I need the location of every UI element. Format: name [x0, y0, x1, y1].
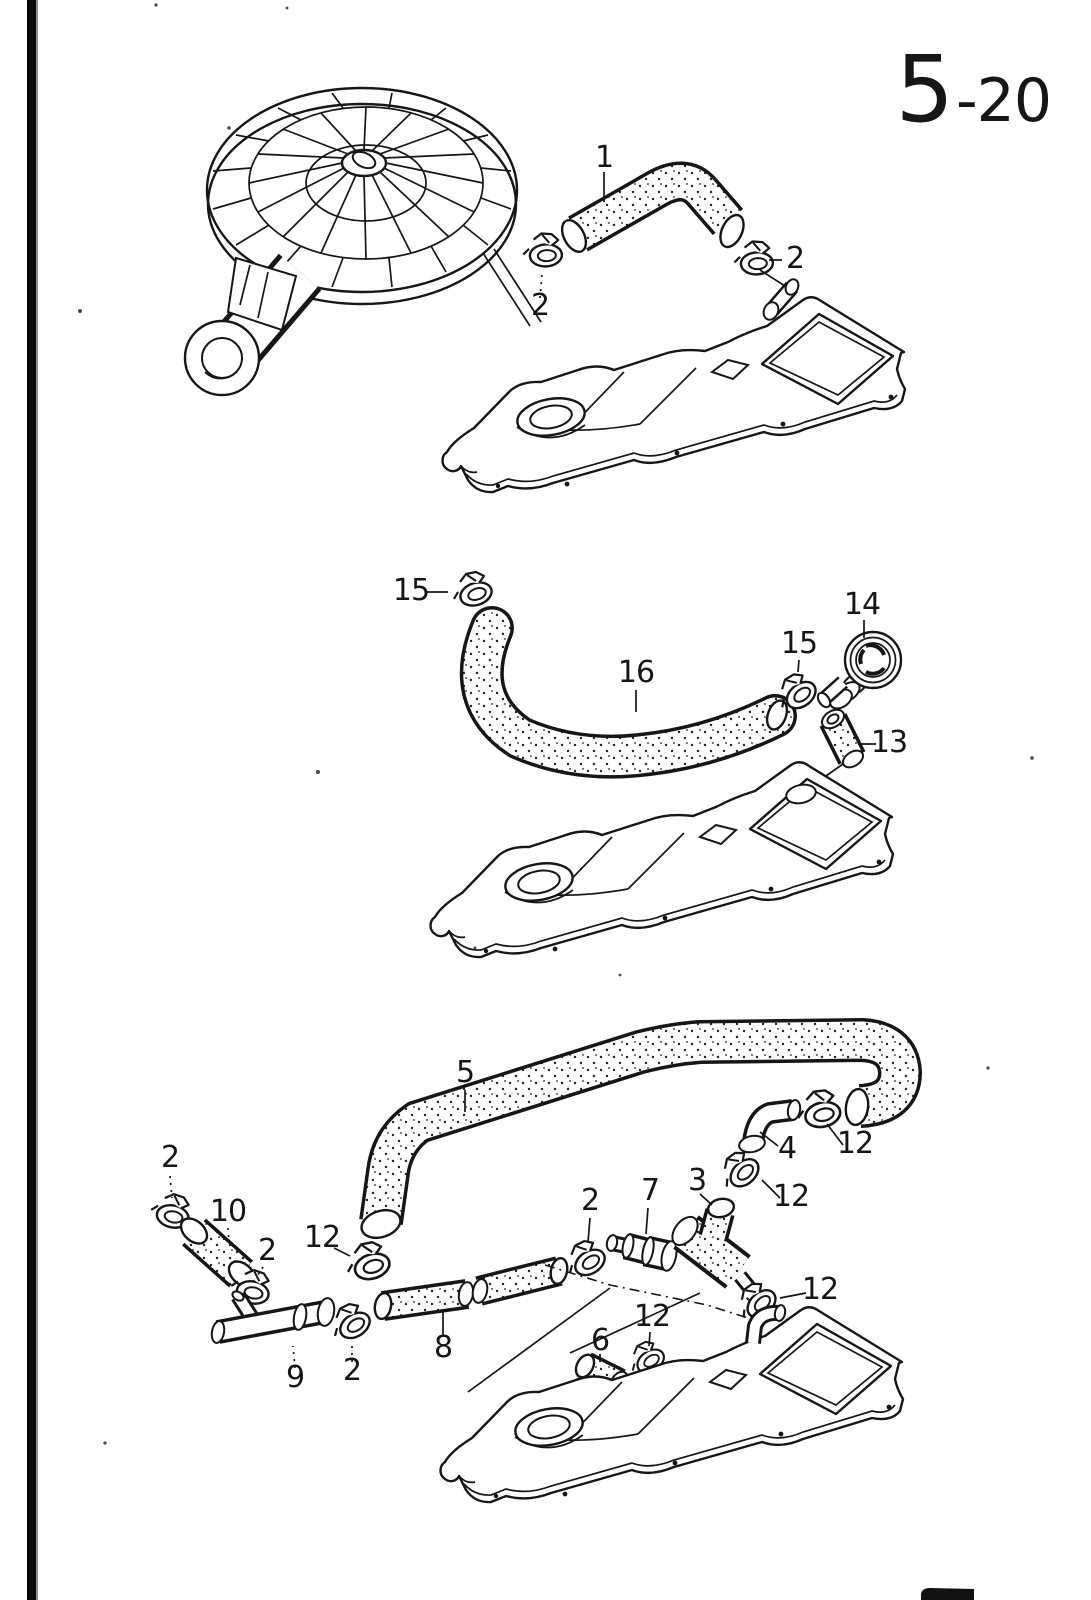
hose-1 — [569, 165, 741, 249]
cover-vent-hole — [785, 783, 817, 805]
left-branch-assembly — [144, 1185, 569, 1348]
callout-part-2c: 2 — [161, 1140, 179, 1175]
callout-part-2e: 2 — [343, 1353, 361, 1388]
callout-part-10: 10 — [210, 1194, 246, 1229]
callout-part-12b: 12 — [304, 1220, 340, 1255]
clamp-12-upper — [714, 1143, 770, 1198]
middle-callout-leaders — [427, 591, 876, 745]
callout-part-2d: 2 — [258, 1233, 276, 1268]
partial-next-page-glyph — [921, 1588, 974, 1600]
callout-part-12d: 12 — [802, 1272, 838, 1307]
valve-cover-top — [441, 296, 907, 494]
air-cleaner-spokes — [248, 106, 484, 260]
top-callout-leaders — [539, 172, 782, 299]
breather-hose-16-assembly — [452, 570, 903, 791]
prv-valve-14 — [816, 630, 903, 710]
callout-part-13: 13 — [871, 725, 907, 760]
callout-part-6: 6 — [591, 1323, 609, 1358]
callout-part-12c: 12 — [773, 1179, 809, 1214]
callout-part-1: 1 — [595, 140, 613, 175]
callout-part-15: 15 — [393, 573, 429, 608]
center-branch-assembly — [467, 1197, 787, 1397]
binding-bar — [27, 0, 36, 1600]
valve-cover-middle — [429, 761, 895, 959]
callout-part-2b: 2 — [786, 241, 804, 276]
elbow-4 — [738, 1099, 802, 1154]
t-piece-9 — [210, 1290, 336, 1344]
wing-nut — [351, 150, 377, 170]
callout-part-3: 3 — [688, 1163, 706, 1198]
page-number: 5 -20 — [895, 36, 1052, 143]
clamp-15-left — [452, 570, 496, 611]
bottom-callout-leaders — [169, 1090, 844, 1369]
callout-part-12a: 12 — [837, 1126, 873, 1161]
page-number-sub: -20 — [956, 66, 1052, 136]
air-cleaner-rim-ticks — [212, 92, 512, 288]
callout-part-8: 8 — [434, 1330, 452, 1365]
callout-part-5: 5 — [456, 1055, 474, 1090]
callout-part-15b: 15 — [781, 626, 817, 661]
callout-part-14: 14 — [844, 587, 880, 622]
hose-16 — [463, 609, 794, 776]
callout-part-2: 2 — [531, 288, 549, 323]
binding-bar-edge — [36, 0, 38, 1600]
clamp-2-d — [561, 1235, 614, 1285]
connector-7 — [605, 1232, 678, 1272]
snorkel-bracket — [226, 256, 298, 332]
scan-specks — [78, 3, 1034, 1445]
callout-part-9: 9 — [286, 1360, 304, 1395]
callout-part-12e: 12 — [634, 1299, 670, 1334]
clamp-12-hose5-bottom — [346, 1240, 394, 1285]
callout-part-7: 7 — [641, 1173, 659, 1208]
callout-part-4: 4 — [778, 1131, 796, 1166]
breather-hose-1-assembly — [519, 161, 800, 321]
vent-hose-5-assembly — [346, 1017, 923, 1285]
air-cleaner-illustration — [183, 86, 542, 397]
hose-8-seg2 — [476, 1259, 562, 1303]
t-piece-3 — [671, 1197, 761, 1301]
hose-5 — [362, 1021, 919, 1225]
clamp-2-c — [326, 1298, 379, 1348]
valve-cover-bottom — [439, 1306, 905, 1504]
callout-part-2f: 2 — [581, 1183, 599, 1218]
page-number-main: 5 — [895, 36, 954, 143]
callout-part-16: 16 — [618, 655, 654, 690]
grommet-13 — [819, 708, 866, 769]
cover-elbow-stub — [745, 1304, 787, 1344]
hose-8-seg1 — [381, 1282, 469, 1318]
